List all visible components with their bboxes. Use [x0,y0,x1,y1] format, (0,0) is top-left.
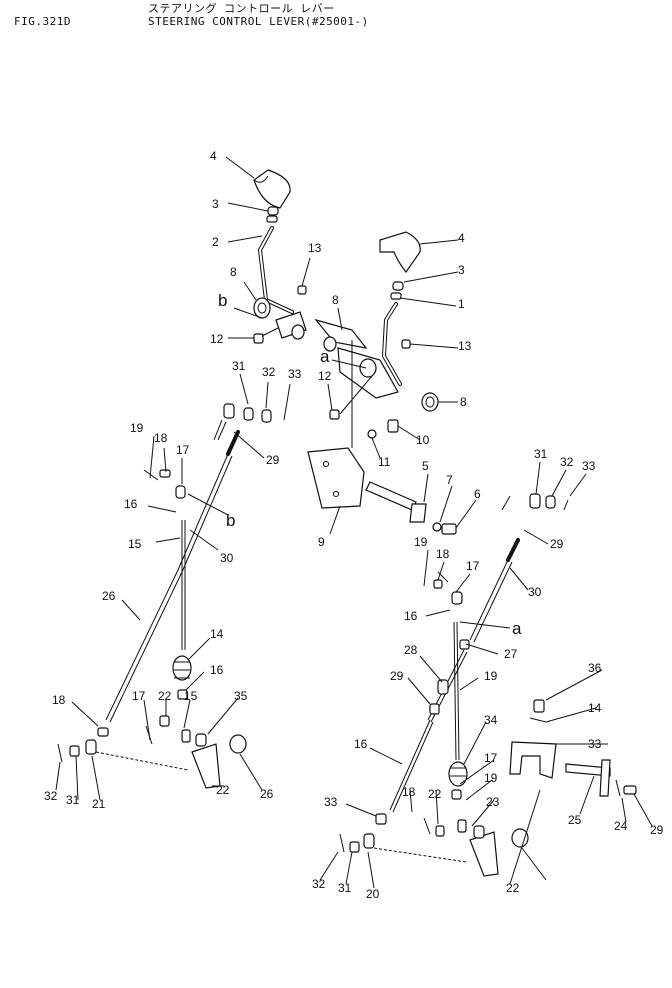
callout: 32 [312,877,326,891]
callout: 8 [460,395,467,409]
callout: 26 [260,787,274,801]
callout: b [226,511,235,530]
callout: 24 [614,819,628,833]
callout: 23 [486,795,500,809]
figure-label: FIG.321D [14,15,71,28]
callout: 19 [414,535,428,549]
callout: 20 [366,887,380,901]
callout: 9 [318,535,325,549]
callout: 8 [332,293,339,307]
callout: 33 [582,459,596,473]
callout: 16 [210,663,224,677]
figure-title: STEERING CONTROL LEVER(#25001-) [148,15,369,28]
callout: 29 [650,823,664,837]
callout: 15 [184,689,198,703]
callout: 12 [318,369,332,383]
callout: 26 [102,589,116,603]
callout: 29 [266,453,280,467]
callout: 22 [506,881,520,895]
callout: 17 [466,559,480,573]
callout: 18 [154,431,168,445]
callout: 27 [504,647,518,661]
callout: 16 [404,609,418,623]
callout: 29 [390,669,404,683]
callout: 18 [436,547,450,561]
callout: 6 [474,487,481,501]
callout: 8 [230,265,237,279]
leader-lines [55,156,653,889]
callout: 4 [210,149,217,163]
callout: 31 [534,447,548,461]
callout: 19 [484,771,498,785]
callout: 19 [130,421,144,435]
right-steering-lever [379,231,421,386]
callout: 35 [234,689,248,703]
callout: 16 [124,497,138,511]
title-japanese: ステアリング コントロール レバー [148,2,335,15]
callout: 34 [484,713,498,727]
callout: 33 [588,737,602,751]
callout: 30 [220,551,234,565]
callout-labels: 4 3 2 13 8 b 12 4 3 1 8 13 a 12 8 31 32 … [44,149,664,901]
callout: 12 [210,332,224,346]
callout: 33 [288,367,302,381]
callout: 22 [216,783,230,797]
callout: 15 [128,537,142,551]
callout: 17 [132,689,146,703]
callout: 31 [66,793,80,807]
callout: 4 [458,231,465,245]
right-linkage [339,493,637,877]
callout: b [218,291,227,310]
callout: 16 [354,737,368,751]
callout: 32 [560,455,574,469]
left-linkage [57,403,272,789]
callout: 32 [44,789,58,803]
left-steering-lever [253,169,294,314]
callout: 10 [416,433,430,447]
callout: 2 [212,235,219,249]
callout: 21 [92,797,106,811]
callout: 33 [324,795,338,809]
callout: 18 [52,693,66,707]
callout: 5 [422,459,429,473]
callout: 22 [158,689,172,703]
callout: 7 [446,473,453,487]
callout: 13 [308,241,322,255]
callout: 29 [550,537,564,551]
callout: 17 [484,751,498,765]
left-lever-bracket [253,285,307,344]
callout: 13 [458,339,472,353]
callout: 30 [528,585,542,599]
callout: 25 [568,813,582,827]
callout: 14 [588,701,602,715]
callout: 11 [378,455,391,469]
callout: 36 [588,661,602,675]
callout: 17 [176,443,190,457]
callout: 1 [458,297,465,311]
callout: 19 [484,669,498,683]
callout: 3 [212,197,219,211]
callout: 31 [232,359,246,373]
callout: 28 [404,643,418,657]
callout: 22 [428,787,442,801]
callout: 31 [338,881,352,895]
callout: 3 [458,263,465,277]
callout: 18 [402,785,416,799]
callout: 14 [210,627,224,641]
callout: a [512,619,522,638]
callout: a [320,347,330,366]
center-shaft-bracket [314,318,439,448]
mounting-bracket [307,419,457,535]
callout: 32 [262,365,276,379]
